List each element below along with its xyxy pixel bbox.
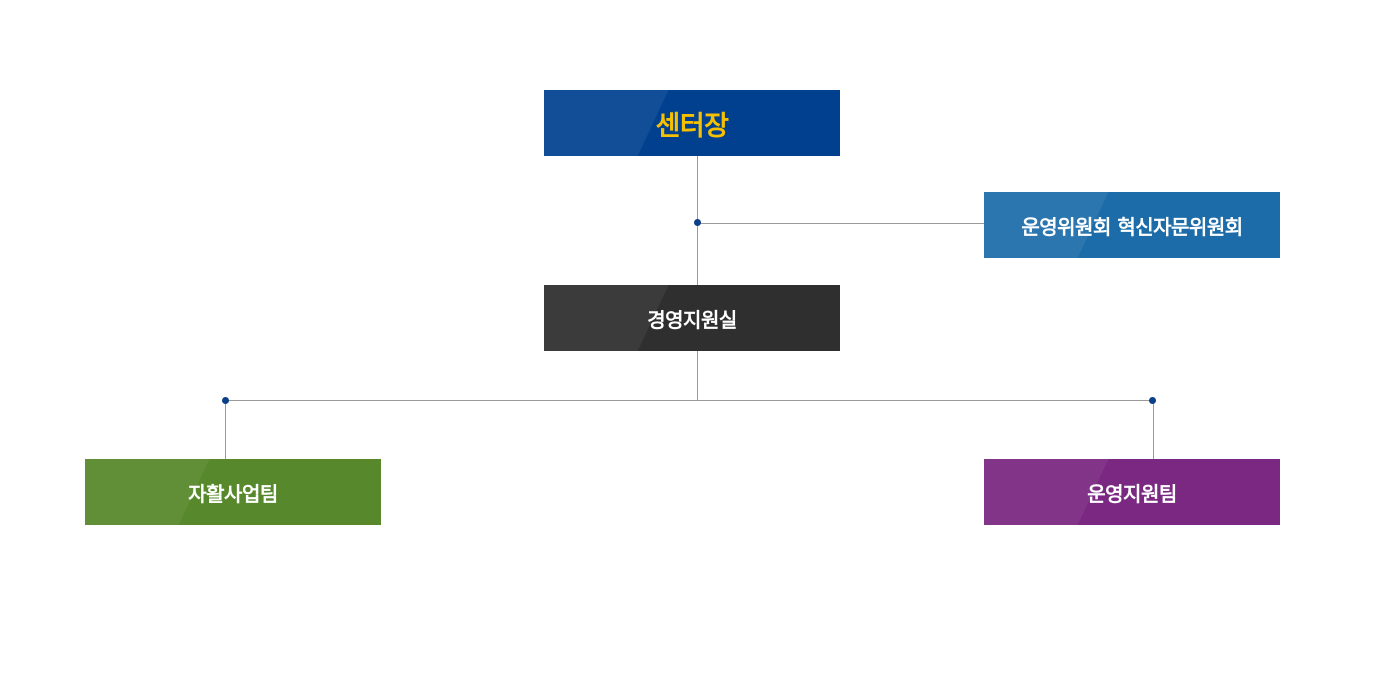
operations-support-team-box: 운영지원팀 xyxy=(984,459,1280,525)
management-support-label: 경영지원실 xyxy=(647,307,737,332)
junction-dot-committee xyxy=(694,219,701,226)
connector-to-selfsupport-team xyxy=(225,401,226,459)
junction-dot-operations xyxy=(1149,397,1156,404)
director-label: 센터장 xyxy=(655,110,729,142)
junction-dot-selfsupport xyxy=(222,397,229,404)
committee-box: 운영위원회 혁신자문위원회 xyxy=(984,192,1280,258)
connector-management-down xyxy=(697,351,698,401)
management-support-box: 경영지원실 xyxy=(544,285,840,351)
committee-label: 운영위원회 혁신자문위원회 xyxy=(1021,214,1243,239)
director-box: 센터장 xyxy=(544,90,840,156)
self-support-team-label: 자활사업팀 xyxy=(188,481,278,506)
self-support-team-box: 자활사업팀 xyxy=(85,459,381,525)
operations-support-team-label: 운영지원팀 xyxy=(1087,481,1177,506)
connector-to-committee xyxy=(698,223,984,224)
connector-teams-horizontal xyxy=(226,400,1154,401)
connector-to-operations-team xyxy=(1153,401,1154,459)
